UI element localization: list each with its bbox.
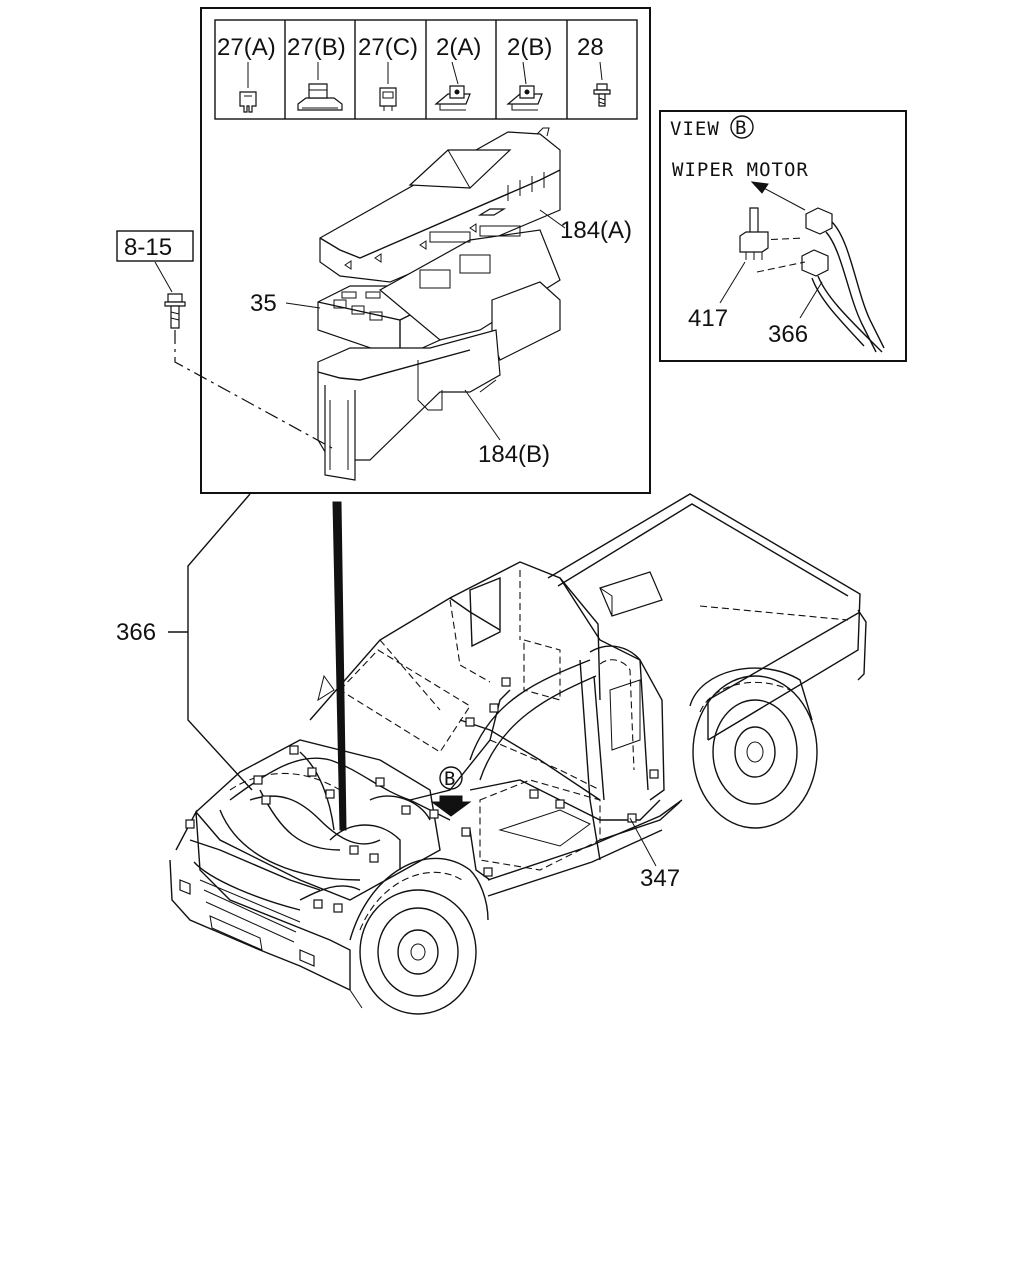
- vehicle-view-marker-circle: [439, 766, 463, 790]
- connector-icon: [401, 805, 411, 815]
- part-label-27c: 27(C): [358, 34, 418, 61]
- connector-icon: [461, 827, 471, 837]
- connector-icon: [805, 207, 833, 235]
- engine-bay: [195, 739, 441, 901]
- connector-icon: [325, 789, 335, 799]
- connector-icon: [307, 767, 317, 777]
- view-b-location: B: [430, 766, 472, 817]
- vehicle-callout-347: 347: [640, 865, 680, 892]
- connector-icon: [649, 769, 659, 779]
- connector-icon: [261, 795, 271, 805]
- fuse-icon: [379, 87, 397, 111]
- connector-icon: [333, 903, 343, 913]
- leader-184b: [464, 389, 501, 441]
- fuse-box-location-leader: [332, 501, 347, 831]
- rear-wheel: [692, 675, 818, 829]
- windshield: [339, 649, 471, 753]
- front-wheel: [359, 889, 477, 1015]
- connector-icon: [801, 249, 829, 277]
- bolt-icon: [164, 293, 186, 329]
- view-b-title: VIEW: [670, 118, 720, 140]
- part-label-2a: 2(A): [436, 34, 481, 61]
- arrow-icon: [750, 181, 769, 194]
- relay-clip-icon: [506, 85, 543, 111]
- view-b-subtitle: WIPER MOTOR: [672, 159, 809, 181]
- part-label-28: 28: [577, 34, 604, 61]
- bolt-leader: [174, 330, 333, 449]
- view-b-marker: B: [735, 117, 747, 139]
- fuse-holder-icon: [297, 83, 343, 111]
- connector-icon: [555, 799, 565, 809]
- truck-bed: [547, 493, 861, 741]
- bolt-ref-label: 8-15: [124, 234, 172, 261]
- parts-strip: 27(A) 27(B) 27(C) 2(A) 2(B) 28: [214, 19, 638, 120]
- wire-harness: [229, 757, 451, 821]
- clip-icon: [739, 207, 769, 260]
- part-label-27a: 27(A): [217, 34, 276, 61]
- fuse-box-inner: [378, 225, 561, 361]
- fuse-box-lower: [317, 329, 501, 481]
- connector-icon: [429, 809, 439, 819]
- part-label-27b: 27(B): [287, 34, 346, 61]
- connector-icon: [289, 745, 299, 755]
- connector-icon: [369, 853, 379, 863]
- callout-184b: 184(B): [478, 441, 550, 468]
- leader-347: [629, 817, 657, 867]
- leader-35: [285, 302, 321, 309]
- callout-184a: 184(A): [560, 217, 632, 244]
- truck-cab: [309, 561, 665, 801]
- connector-icon: [375, 777, 385, 787]
- view-b-part-417: 417: [688, 305, 728, 332]
- vehicle-callout-366: 366: [116, 619, 156, 646]
- mini-fuse-icon: [239, 91, 257, 113]
- harness-connectors: [185, 677, 659, 913]
- relay-clip-icon: [434, 85, 471, 111]
- bolt-icon: [593, 83, 611, 107]
- bolt-reference: 8-15: [116, 230, 333, 449]
- harness-callout-bracket: [187, 493, 253, 791]
- connector-icon: [349, 845, 359, 855]
- view-b-frame: [659, 110, 907, 362]
- view-arrow-icon: [430, 795, 472, 817]
- connector-icon: [483, 867, 493, 877]
- front-body: [175, 809, 351, 990]
- part-label-2b: 2(B): [507, 34, 552, 61]
- leader-184a: [539, 209, 566, 229]
- connector-icon: [313, 899, 323, 909]
- vehicle-view-marker: B: [444, 768, 456, 790]
- pickup-truck: [169, 493, 867, 1015]
- connector-icon: [501, 677, 511, 687]
- connector-icon: [185, 819, 195, 829]
- view-b-part-366: 366: [768, 321, 808, 348]
- fuse-box-cover: [319, 127, 561, 283]
- bolt-ref-box: [116, 230, 194, 262]
- detail-frame: [200, 7, 651, 494]
- fuse-box-detail: 27(A) 27(B) 27(C) 2(A) 2(B) 28: [200, 7, 651, 494]
- connector-icon: [465, 717, 475, 727]
- view-b-panel: VIEW B WIPER MOTOR 417 366: [659, 110, 907, 362]
- connector-icon: [489, 703, 499, 713]
- connector-icon: [253, 775, 263, 785]
- connector-icon: [529, 789, 539, 799]
- view-b-marker-circle: [730, 115, 754, 139]
- callout-35: 35: [250, 290, 277, 317]
